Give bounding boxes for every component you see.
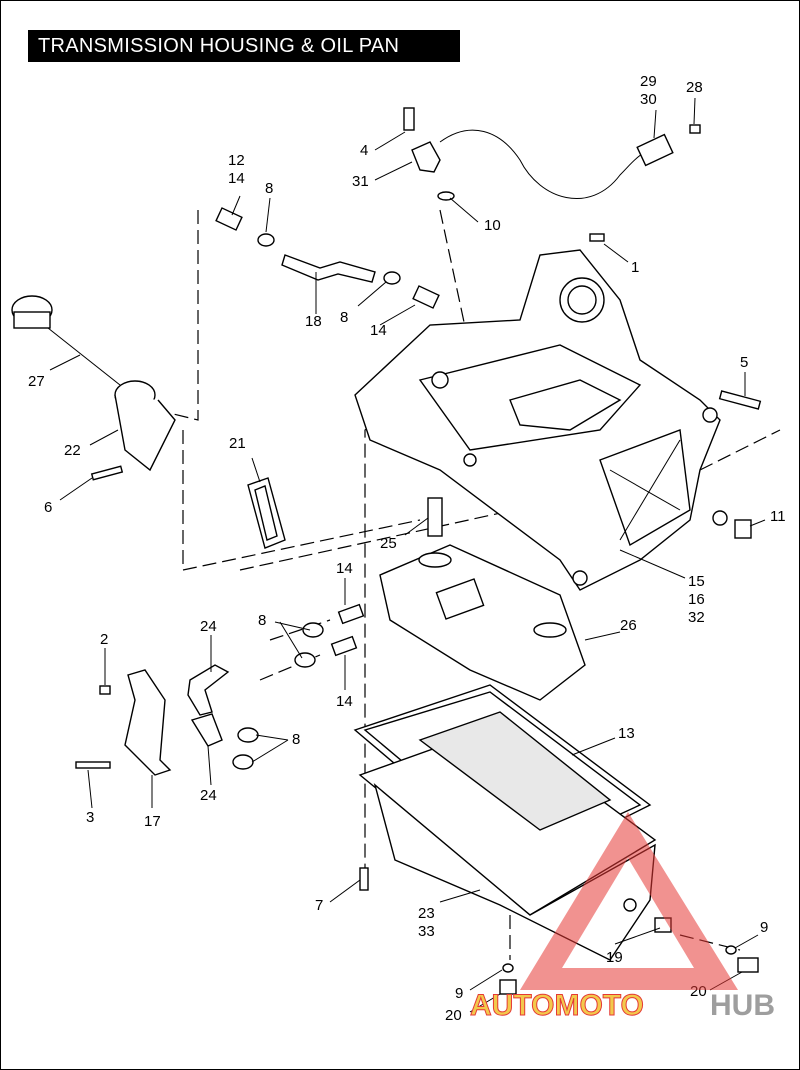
callout-20b: 20: [445, 1007, 462, 1024]
callout-8c: 8: [258, 612, 266, 629]
callout-4: 4: [360, 142, 368, 159]
callout-5: 5: [740, 354, 748, 371]
callout-9a: 9: [760, 919, 768, 936]
callout-14d: 14: [336, 693, 353, 710]
callout-23: 23: [418, 905, 435, 922]
leader-lines: [49, 97, 766, 1013]
callout-8d: 8: [292, 731, 300, 748]
callout-30: 30: [640, 91, 657, 108]
callout-19: 19: [606, 949, 623, 966]
callout-29: 29: [640, 73, 657, 90]
callout-3: 3: [86, 809, 94, 826]
filler-neck: [114, 380, 176, 472]
watermark-text-part2: HUB: [710, 989, 775, 1022]
callout-6: 6: [44, 499, 52, 516]
oil-hoses: [187, 664, 230, 747]
callout-31: 31: [352, 173, 369, 190]
callout-8a: 8: [265, 180, 273, 197]
callout-13: 13: [618, 725, 635, 742]
callout-25: 25: [380, 535, 397, 552]
callout-24b: 24: [200, 787, 217, 804]
callout-9b: 9: [455, 985, 463, 1002]
callout-7: 7: [315, 897, 323, 914]
callout-26: 26: [620, 617, 637, 634]
diagram-title: TRANSMISSION HOUSING & OIL PAN: [28, 30, 460, 62]
callout-labels: 1 2 3 4 5 6 7 8 8 8 8 9 9 10 11 12 13 14…: [28, 73, 786, 1024]
callout-10: 10: [484, 217, 501, 234]
watermark-text-part1: AUTOMOTO: [470, 989, 644, 1022]
transmission-housing: [354, 249, 728, 591]
callout-21: 21: [229, 435, 246, 452]
callout-22: 22: [64, 442, 81, 459]
callout-27: 27: [28, 373, 45, 390]
callout-14b: 14: [370, 322, 387, 339]
callout-2: 2: [100, 631, 108, 648]
callout-33: 33: [418, 923, 435, 940]
callout-1: 1: [631, 259, 639, 276]
callout-24a: 24: [200, 618, 217, 635]
callout-18: 18: [305, 313, 322, 330]
callout-16: 16: [688, 591, 705, 608]
dipstick: [11, 295, 121, 386]
bracket: [124, 669, 172, 776]
callout-12: 12: [228, 152, 245, 169]
callout-15: 15: [688, 573, 705, 590]
watermark-triangle-icon: [520, 812, 738, 990]
callout-11: 11: [770, 508, 786, 525]
oil-baffle: [379, 544, 586, 701]
callout-14a: 14: [228, 170, 245, 187]
watermark: AUTOMOTO HUB: [470, 812, 775, 1023]
callout-14c: 14: [336, 560, 353, 577]
callout-8b: 8: [340, 309, 348, 326]
gasket: [247, 477, 286, 549]
spring: [427, 497, 443, 537]
callout-17: 17: [144, 813, 161, 830]
callout-32: 32: [688, 609, 705, 626]
callout-28: 28: [686, 79, 703, 96]
oil-pan: [353, 684, 657, 961]
vent-hose: [281, 254, 376, 283]
fittings: [75, 207, 762, 995]
